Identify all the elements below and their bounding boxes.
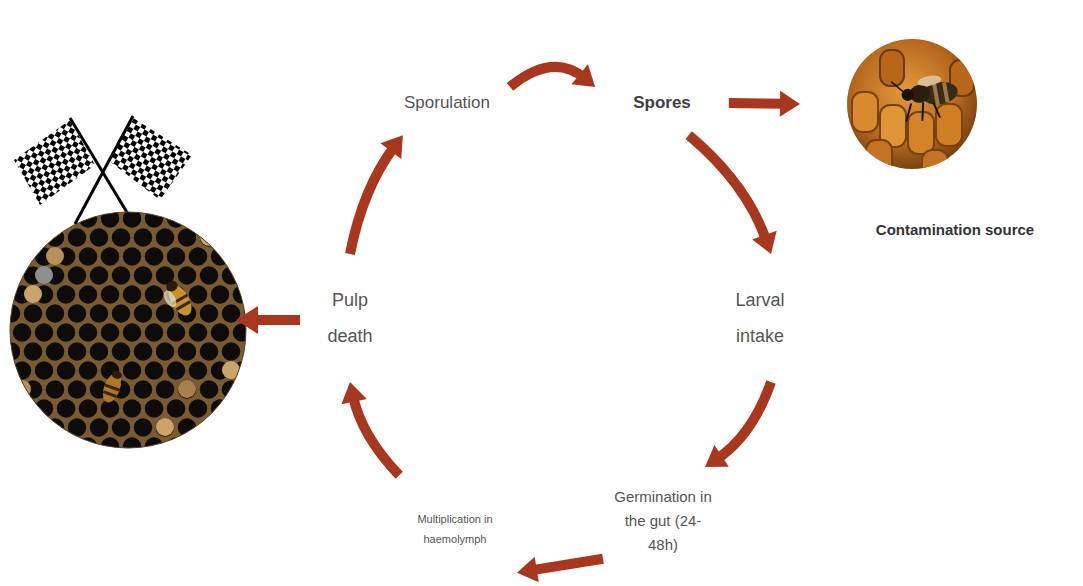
- stage-label: Spores: [633, 93, 691, 113]
- text-group: Germination in the gut (24-48h): [613, 485, 713, 557]
- arrow-head: [705, 445, 729, 467]
- arrow-head: [380, 135, 402, 159]
- arrow-head: [571, 64, 595, 87]
- result-arrow: [236, 306, 300, 334]
- text-group: Contamination source: [865, 220, 1045, 240]
- photo-caption: Contamination source: [865, 220, 1045, 240]
- text-group: Multiplication in haemolymph: [405, 510, 505, 550]
- stage-label: Larval intake: [725, 282, 795, 354]
- text-group: Pulp death: [320, 282, 380, 354]
- cycle-arrow: [510, 64, 595, 87]
- stage-node: Pulp death: [310, 254, 390, 382]
- cycle-arrow: [350, 135, 403, 254]
- stage-label: Multiplication in haemolymph: [405, 510, 505, 550]
- cycle-arrow: [689, 135, 777, 254]
- stage-node: Multiplication in haemolymph: [393, 475, 517, 578]
- arrow-shaft: [717, 382, 771, 459]
- text-group: Sporulation: [404, 93, 490, 113]
- photo-node: Contamination source: [800, 38, 1045, 248]
- cycle-arrow: [705, 382, 771, 467]
- stage-node: Spores: [595, 71, 729, 135]
- cycle-arrow: [729, 91, 800, 117]
- arrow-shaft: [729, 98, 786, 109]
- arrow-head: [752, 231, 777, 254]
- arrow-shaft: [353, 396, 399, 476]
- arrow-head: [780, 91, 800, 117]
- text-group: Spores: [633, 93, 691, 113]
- stage-label: Pulp death: [320, 282, 380, 354]
- arrow-head: [341, 382, 366, 404]
- contamination-photo: [847, 39, 977, 190]
- arrow-head: [517, 557, 539, 583]
- brood-comb: [10, 212, 246, 448]
- arrow-shaft: [689, 135, 767, 241]
- arrow-shaft: [350, 146, 394, 254]
- cycle-arrow: [517, 557, 603, 583]
- finish-flags: [14, 116, 192, 224]
- text-group: Larval intake: [725, 282, 795, 354]
- stage-label: Germination in the gut (24-48h): [613, 485, 713, 557]
- stage-node: Germination in the gut (24-48h): [603, 467, 723, 575]
- stage-node: Larval intake: [705, 254, 815, 382]
- cycle-arrow: [341, 382, 399, 475]
- stage-node: Sporulation: [384, 71, 510, 135]
- comb-rim: [10, 212, 246, 448]
- arrow-shaft: [531, 559, 603, 571]
- stage-label: Sporulation: [404, 93, 490, 113]
